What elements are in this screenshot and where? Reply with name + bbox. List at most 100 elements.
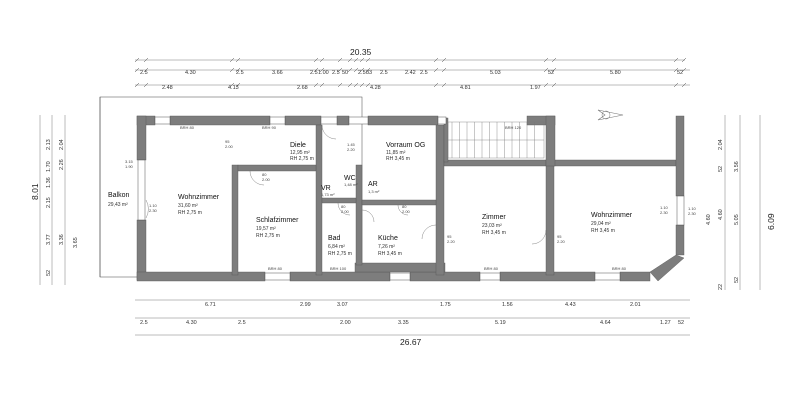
svg-text:BRH 120: BRH 120 — [505, 125, 522, 130]
room-area-diele: 12,95 m² — [290, 150, 310, 156]
dimension-tick — [143, 67, 149, 73]
doors — [145, 124, 547, 245]
overall-top-dimension: 20.35 — [350, 47, 372, 57]
svg-text:BRH 90: BRH 90 — [262, 125, 277, 130]
room-rh-wohnzimmer-2: RH 3,45 m — [591, 228, 615, 234]
svg-text:1.75: 1.75 — [440, 302, 451, 308]
svg-text:4.43: 4.43 — [565, 302, 576, 308]
svg-text:4.13: 4.13 — [228, 85, 239, 91]
dimension-tick — [551, 67, 557, 73]
svg-text:2.5: 2.5 — [236, 70, 244, 76]
right-dimensions: 6.09 2.04 52 4.60 22 3.56 4.60 5.05 52 — [706, 115, 776, 290]
room-name-zimmer: Zimmer — [482, 214, 506, 221]
svg-text:52: 52 — [734, 277, 740, 283]
svg-text:BRH 80: BRH 80 — [180, 125, 195, 130]
svg-text:95: 95 — [557, 234, 562, 239]
dimension-tick — [347, 82, 353, 88]
svg-text:83: 83 — [366, 70, 372, 76]
room-rh-diele: RH 2,75 m — [290, 156, 314, 162]
dimension-tick — [433, 57, 439, 63]
overall-bottom-dimension: 26.67 — [400, 337, 422, 347]
svg-text:2.99: 2.99 — [300, 302, 311, 308]
svg-text:3.65: 3.65 — [73, 237, 79, 248]
svg-text:2.5: 2.5 — [358, 70, 366, 76]
svg-text:22: 22 — [718, 284, 724, 290]
svg-text:95: 95 — [447, 234, 452, 239]
dimension-tick — [337, 57, 343, 63]
dimension-tick — [347, 67, 353, 73]
svg-text:2.00: 2.00 — [341, 209, 350, 214]
svg-text:2.20: 2.20 — [347, 147, 356, 152]
svg-text:6.71: 6.71 — [205, 302, 216, 308]
room-area-zimmer: 23,03 m² — [482, 223, 502, 229]
dimension-tick — [353, 82, 359, 88]
dimension-tick — [337, 82, 343, 88]
svg-text:2.30: 2.30 — [149, 208, 158, 213]
dimension-tick — [319, 57, 325, 63]
svg-text:4.81: 4.81 — [460, 85, 471, 91]
room-name-wc: WC — [344, 175, 356, 182]
room-name-balkon: Balkon — [108, 192, 130, 199]
dimension-tick — [543, 67, 549, 73]
svg-text:1.10: 1.10 — [149, 203, 158, 208]
dimension-tick — [681, 82, 687, 88]
room-labels: Balkon 29,43 m² Wohnzimmer 31,60 m² RH 2… — [108, 142, 633, 257]
dimension-tick — [134, 82, 140, 88]
room-area-ar: 1,3 m² — [368, 189, 380, 194]
svg-text:2.00: 2.00 — [225, 144, 234, 149]
room-area-bad: 6,84 m² — [328, 244, 345, 250]
svg-text:2.30: 2.30 — [688, 211, 697, 216]
room-rh-zimmer: RH 3,45 m — [482, 230, 506, 236]
dimension-tick — [433, 67, 439, 73]
dimension-tick — [551, 57, 557, 63]
dimension-tick — [143, 82, 149, 88]
dimension-tick — [229, 57, 235, 63]
svg-text:2.48: 2.48 — [162, 85, 173, 91]
svg-text:2.04: 2.04 — [718, 139, 724, 150]
svg-text:52: 52 — [678, 320, 684, 326]
walls — [136, 115, 685, 282]
svg-text:3.56: 3.56 — [734, 161, 740, 172]
svg-text:2.68: 2.68 — [297, 85, 308, 91]
svg-text:2.20: 2.20 — [447, 239, 456, 244]
room-rh-kueche: RH 3,45 m — [378, 251, 402, 257]
dimension-tick — [441, 82, 447, 88]
room-rh-wohnzimmer-1: RH 2,75 m — [178, 210, 202, 216]
svg-text:1.97: 1.97 — [530, 85, 541, 91]
overall-left-dimension: 8.01 — [30, 183, 40, 200]
dimension-tick — [359, 57, 365, 63]
svg-text:2.30: 2.30 — [660, 210, 669, 215]
dimension-tick — [313, 57, 319, 63]
svg-text:2.15: 2.15 — [46, 197, 52, 208]
room-rh-schlafzimmer: RH 2,75 m — [256, 233, 280, 239]
left-dimensions: 8.01 2.13 1.70 1.36 2.15 3.77 52 2.04 2.… — [30, 115, 79, 285]
svg-text:3.66: 3.66 — [272, 70, 283, 76]
svg-text:1.45: 1.45 — [347, 142, 356, 147]
svg-text:2.5: 2.5 — [238, 320, 246, 326]
dimension-tick — [143, 57, 149, 63]
room-name-ar: AR — [368, 181, 378, 188]
dimension-tick — [673, 67, 679, 73]
svg-text:2.5: 2.5 — [140, 70, 148, 76]
svg-text:52: 52 — [46, 270, 52, 276]
dimension-tick — [134, 57, 140, 63]
dimension-tick — [441, 57, 447, 63]
svg-text:2.00: 2.00 — [402, 209, 411, 214]
svg-text:2.20: 2.20 — [557, 239, 566, 244]
dimension-tick — [313, 67, 319, 73]
room-area-schlafzimmer: 19,57 m² — [256, 226, 276, 232]
svg-text:5.80: 5.80 — [610, 70, 621, 76]
room-area-vr: 1,73 m² — [321, 192, 335, 197]
svg-text:3.07: 3.07 — [337, 302, 348, 308]
svg-text:3.36: 3.36 — [59, 234, 65, 245]
room-rh-vorraum-og: RH 3,45 m — [386, 156, 410, 162]
svg-text:2.00: 2.00 — [340, 320, 351, 326]
room-name-kueche: Küche — [378, 235, 398, 242]
svg-text:BRH 80: BRH 80 — [612, 266, 627, 271]
dimension-tick — [353, 67, 359, 73]
svg-text:1.27: 1.27 — [660, 320, 671, 326]
dimension-tick — [551, 82, 557, 88]
room-name-wohnzimmer-2: Wohnzimmer — [591, 212, 633, 219]
room-area-wohnzimmer-2: 29,04 m² — [591, 221, 611, 227]
